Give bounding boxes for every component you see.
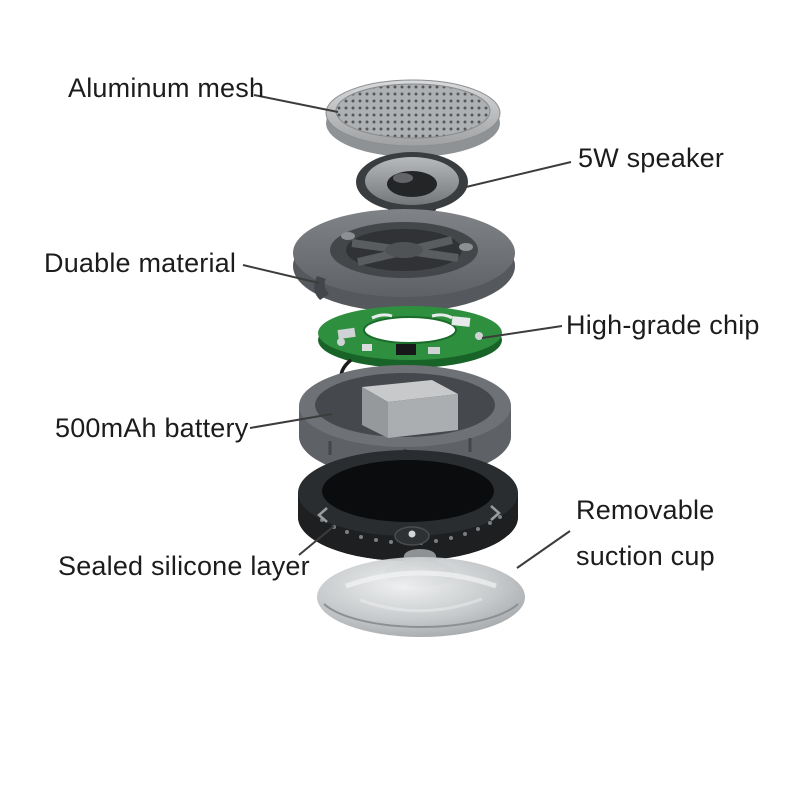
part-body-ring [293,209,515,312]
label-suction-cup-line1: Removable [576,495,715,525]
leader-aluminum-mesh [253,94,339,113]
label-suction-cup: Removable suction cup [576,487,715,579]
label-duable-material: Duable material [44,248,237,278]
leader-suction-cup [516,530,571,569]
label-silicone-layer: Sealed silicone layer [58,551,310,581]
label-suction-cup-line2: suction cup [576,541,715,571]
part-aluminum-mesh [325,79,501,157]
leader-high-grade-chip [481,325,563,339]
part-pcb [318,306,502,368]
label-battery: 500mAh battery [55,413,249,443]
leader-silicone [298,525,335,556]
label-high-grade-chip: High-grade chip [566,310,760,340]
leader-lines [242,94,572,569]
part-speaker-driver [356,152,468,219]
part-suction-cup [317,549,525,637]
leader-battery [249,413,333,429]
label-aluminum-mesh: Aluminum mesh [68,73,265,103]
label-speaker: 5W speaker [578,143,725,173]
leader-speaker [465,161,572,188]
leader-duable-material [242,264,320,284]
part-battery-housing [299,358,511,479]
part-silicone-ring [298,450,518,561]
